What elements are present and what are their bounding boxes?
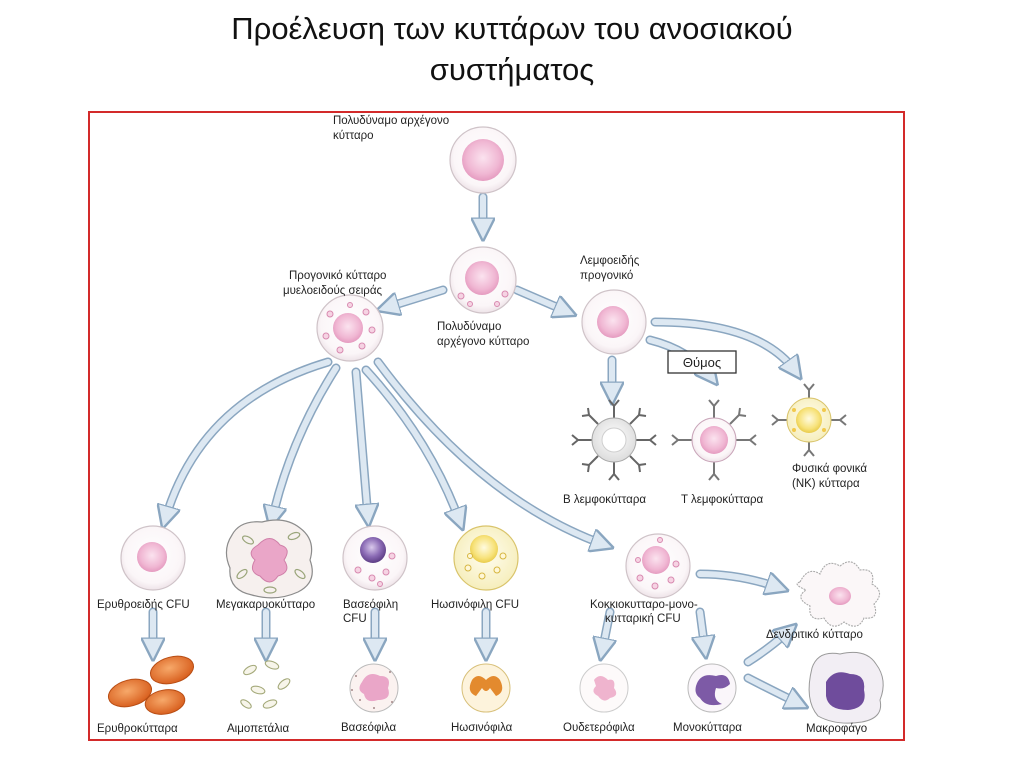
label-lymphoid-2: προγονικό — [580, 270, 633, 282]
eosinophil-cfu-cell — [453, 525, 519, 591]
label-nk-1: Φυσικά φονικά — [792, 463, 867, 475]
myeloid-progenitor-cell — [316, 294, 384, 362]
thymus-box — [667, 350, 737, 374]
eosinophils-cell — [461, 663, 511, 713]
label-basophil-cfu-1: Βασεόφιλη — [343, 599, 398, 611]
label-stem-top-2: κύτταρο — [333, 130, 374, 142]
diagram-labels: Πολυδύναμο αρχέγονο κύτταρο Πολυδύναμο α… — [97, 115, 867, 735]
label-stem-mid-1: Πολυδύναμο — [437, 321, 501, 333]
basophil-cfu-cell — [342, 525, 408, 591]
label-megakaryocyte: Μεγακαρυοκύτταρο — [216, 599, 315, 611]
label-basophils: Βασεόφιλα — [341, 722, 397, 734]
megakaryocyte-cell — [225, 519, 313, 599]
label-b-cell: Β λεμφοκύτταρα — [563, 494, 646, 506]
label-erythrocytes: Ερυθροκύτταρα — [97, 723, 178, 735]
title-line-2: συστήματος — [429, 52, 595, 87]
platelets-cells — [240, 660, 291, 709]
label-nk-2: (NK) κύτταρα — [792, 478, 860, 490]
label-basophil-cfu-2: CFU — [343, 613, 367, 625]
label-myeloid-1: Προγονικό κύτταρο — [289, 270, 386, 282]
label-dendritic: Δενδριτικό κύτταρο — [766, 629, 863, 641]
label-gm-cfu-1: Κοκκιοκυτταρο-μονο- — [590, 599, 698, 611]
basophils-cell — [349, 663, 399, 713]
erythrocytes-cells — [107, 655, 195, 715]
nk-cell — [771, 383, 847, 457]
label-eosinophil-cfu: Ηωσινόφιλη CFU — [431, 599, 519, 611]
label-stem-mid-2: αρχέγονο κύτταρο — [437, 336, 529, 348]
t-lymphocyte-cell — [671, 399, 757, 481]
label-t-cell: Τ λεμφοκύτταρα — [681, 494, 764, 506]
label-neutrophils: Ουδετερόφιλα — [563, 722, 635, 734]
label-erythroid-cfu: Ερυθροειδής CFU — [97, 599, 190, 611]
diagram-frame — [88, 111, 905, 741]
stem-cell-top — [449, 126, 517, 194]
label-eosinophils: Ηωσινόφιλα — [451, 722, 513, 734]
label-gm-cfu-2: κυτταρική CFU — [605, 613, 681, 625]
erythroid-cfu-cell — [120, 525, 186, 591]
monocytes-cell — [687, 663, 737, 713]
label-lymphoid-1: Λεμφοειδής — [580, 255, 640, 267]
label-thymus: Θύμος — [683, 355, 721, 370]
label-stem-top-1: Πολυδύναμο αρχέγονο — [333, 115, 449, 127]
dendritic-cell — [796, 561, 881, 627]
label-macrophage: Μακροφάγο — [806, 723, 867, 735]
lymphoid-progenitor-cell — [581, 289, 647, 355]
macrophage-cell — [808, 651, 884, 724]
label-monocytes: Μονοκύτταρα — [673, 722, 742, 734]
label-platelets: Αιμοπετάλια — [227, 723, 289, 735]
title-line-1: Προέλευση των κυττάρων του ανοσιακού — [231, 11, 793, 46]
label-myeloid-2: μυελοειδούς σειράς — [283, 285, 382, 297]
slide-title: Προέλευση των κυττάρων του ανοσιακού συσ… — [0, 8, 1024, 90]
neutrophils-cell — [579, 663, 629, 713]
gm-cfu-cell — [625, 533, 691, 599]
arrows — [153, 192, 800, 704]
stem-cell-mid — [449, 246, 517, 314]
b-lymphocyte-cell — [571, 399, 657, 481]
